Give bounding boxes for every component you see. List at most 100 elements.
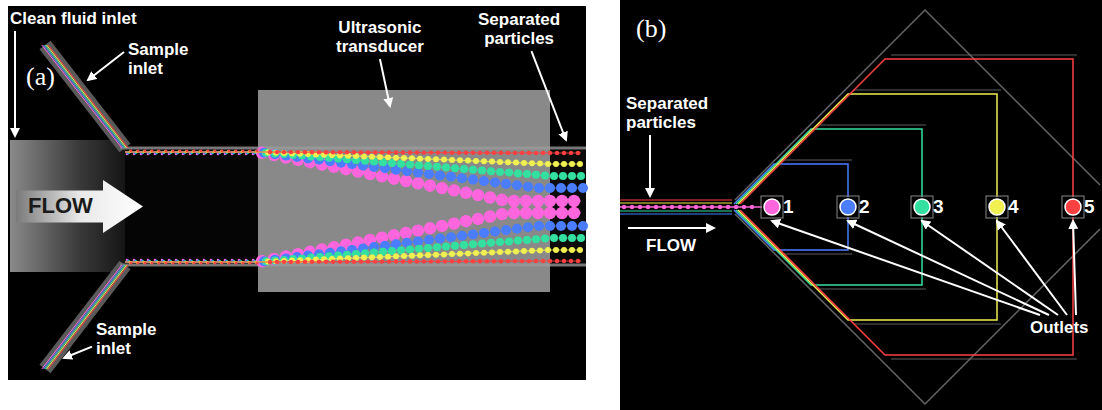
particle xyxy=(172,262,175,265)
particle xyxy=(256,150,259,153)
particle xyxy=(317,150,321,154)
particle xyxy=(541,259,545,263)
stream-line xyxy=(125,152,581,188)
particle xyxy=(501,179,511,189)
particle xyxy=(576,151,580,155)
outlet-channel xyxy=(550,150,586,263)
outlet-channel xyxy=(736,210,922,285)
particle xyxy=(207,150,210,153)
particle xyxy=(523,170,531,178)
particle xyxy=(352,150,356,154)
particle xyxy=(561,247,567,253)
particle xyxy=(555,151,559,155)
particle xyxy=(513,259,517,263)
particle xyxy=(268,253,280,265)
particle xyxy=(457,173,467,183)
leader-arrow xyxy=(380,59,390,106)
particle xyxy=(214,262,217,265)
particle xyxy=(373,150,377,154)
particle xyxy=(424,169,434,179)
particle xyxy=(401,155,407,161)
particle xyxy=(151,262,154,265)
particle xyxy=(469,240,477,248)
particle xyxy=(413,168,423,178)
particle xyxy=(442,164,450,172)
particle xyxy=(412,177,424,189)
particle xyxy=(130,262,133,265)
particle xyxy=(553,247,559,253)
particle xyxy=(520,207,532,219)
leader-arrow xyxy=(997,221,1067,315)
particle xyxy=(387,259,391,263)
flow-label: FLOW xyxy=(28,194,93,218)
particle xyxy=(345,150,349,154)
particle xyxy=(186,150,189,153)
particle xyxy=(435,170,445,180)
particle xyxy=(702,205,706,209)
particle xyxy=(460,165,468,173)
outlet-circle xyxy=(1065,199,1081,215)
particle xyxy=(331,260,335,264)
particle xyxy=(742,205,746,209)
part-label-box: Ultrasonic transducer xyxy=(336,18,424,56)
particle xyxy=(280,150,288,158)
outlet-circle xyxy=(989,199,1005,215)
particle xyxy=(496,168,504,176)
particle xyxy=(577,234,585,242)
particle xyxy=(442,243,450,251)
particle xyxy=(446,172,456,182)
particle xyxy=(521,160,527,166)
particle xyxy=(513,151,517,155)
particle xyxy=(436,259,440,263)
particle xyxy=(377,154,383,160)
particle xyxy=(497,249,503,255)
particle xyxy=(487,239,495,247)
particle xyxy=(457,251,463,257)
particle xyxy=(541,234,549,242)
particle xyxy=(268,150,272,154)
particle xyxy=(485,259,489,263)
particle xyxy=(436,182,448,194)
particle xyxy=(373,259,377,263)
particle xyxy=(569,247,575,253)
particle xyxy=(532,195,544,207)
particle xyxy=(468,229,478,239)
particle xyxy=(130,150,133,153)
inlet-label: Clean fluid inlet xyxy=(10,9,137,28)
particle xyxy=(523,182,533,192)
callout-number-box: 5 xyxy=(1084,196,1095,217)
inlet-label: Sample inlet xyxy=(96,320,156,358)
particle xyxy=(545,247,551,253)
particle xyxy=(484,191,496,203)
particle xyxy=(568,195,580,207)
particle xyxy=(193,262,196,265)
particle xyxy=(576,259,580,263)
particle xyxy=(487,167,495,175)
particle xyxy=(562,259,566,263)
particle xyxy=(415,259,419,263)
callout-number: 2 xyxy=(859,196,870,217)
leader-arrow xyxy=(628,227,714,229)
stream-line xyxy=(125,152,581,201)
particle xyxy=(464,259,468,263)
particle xyxy=(397,160,405,168)
particle xyxy=(460,241,468,249)
particle xyxy=(506,259,510,263)
particle xyxy=(422,259,426,263)
leader-arrow xyxy=(848,221,1049,315)
particle xyxy=(548,151,552,155)
inlet-label-box: Sample inlet xyxy=(128,40,188,78)
particle xyxy=(394,150,398,154)
particle xyxy=(662,205,666,209)
particle xyxy=(499,259,503,263)
particle xyxy=(513,160,519,166)
panel-b-ground xyxy=(620,0,1102,410)
particle xyxy=(424,222,436,234)
stream-line xyxy=(45,45,125,148)
particle xyxy=(630,205,634,209)
flow-label-box: FLOW xyxy=(646,236,696,255)
particle xyxy=(520,259,524,263)
outlet-port xyxy=(911,196,933,218)
particle xyxy=(200,262,203,265)
particle xyxy=(492,151,496,155)
